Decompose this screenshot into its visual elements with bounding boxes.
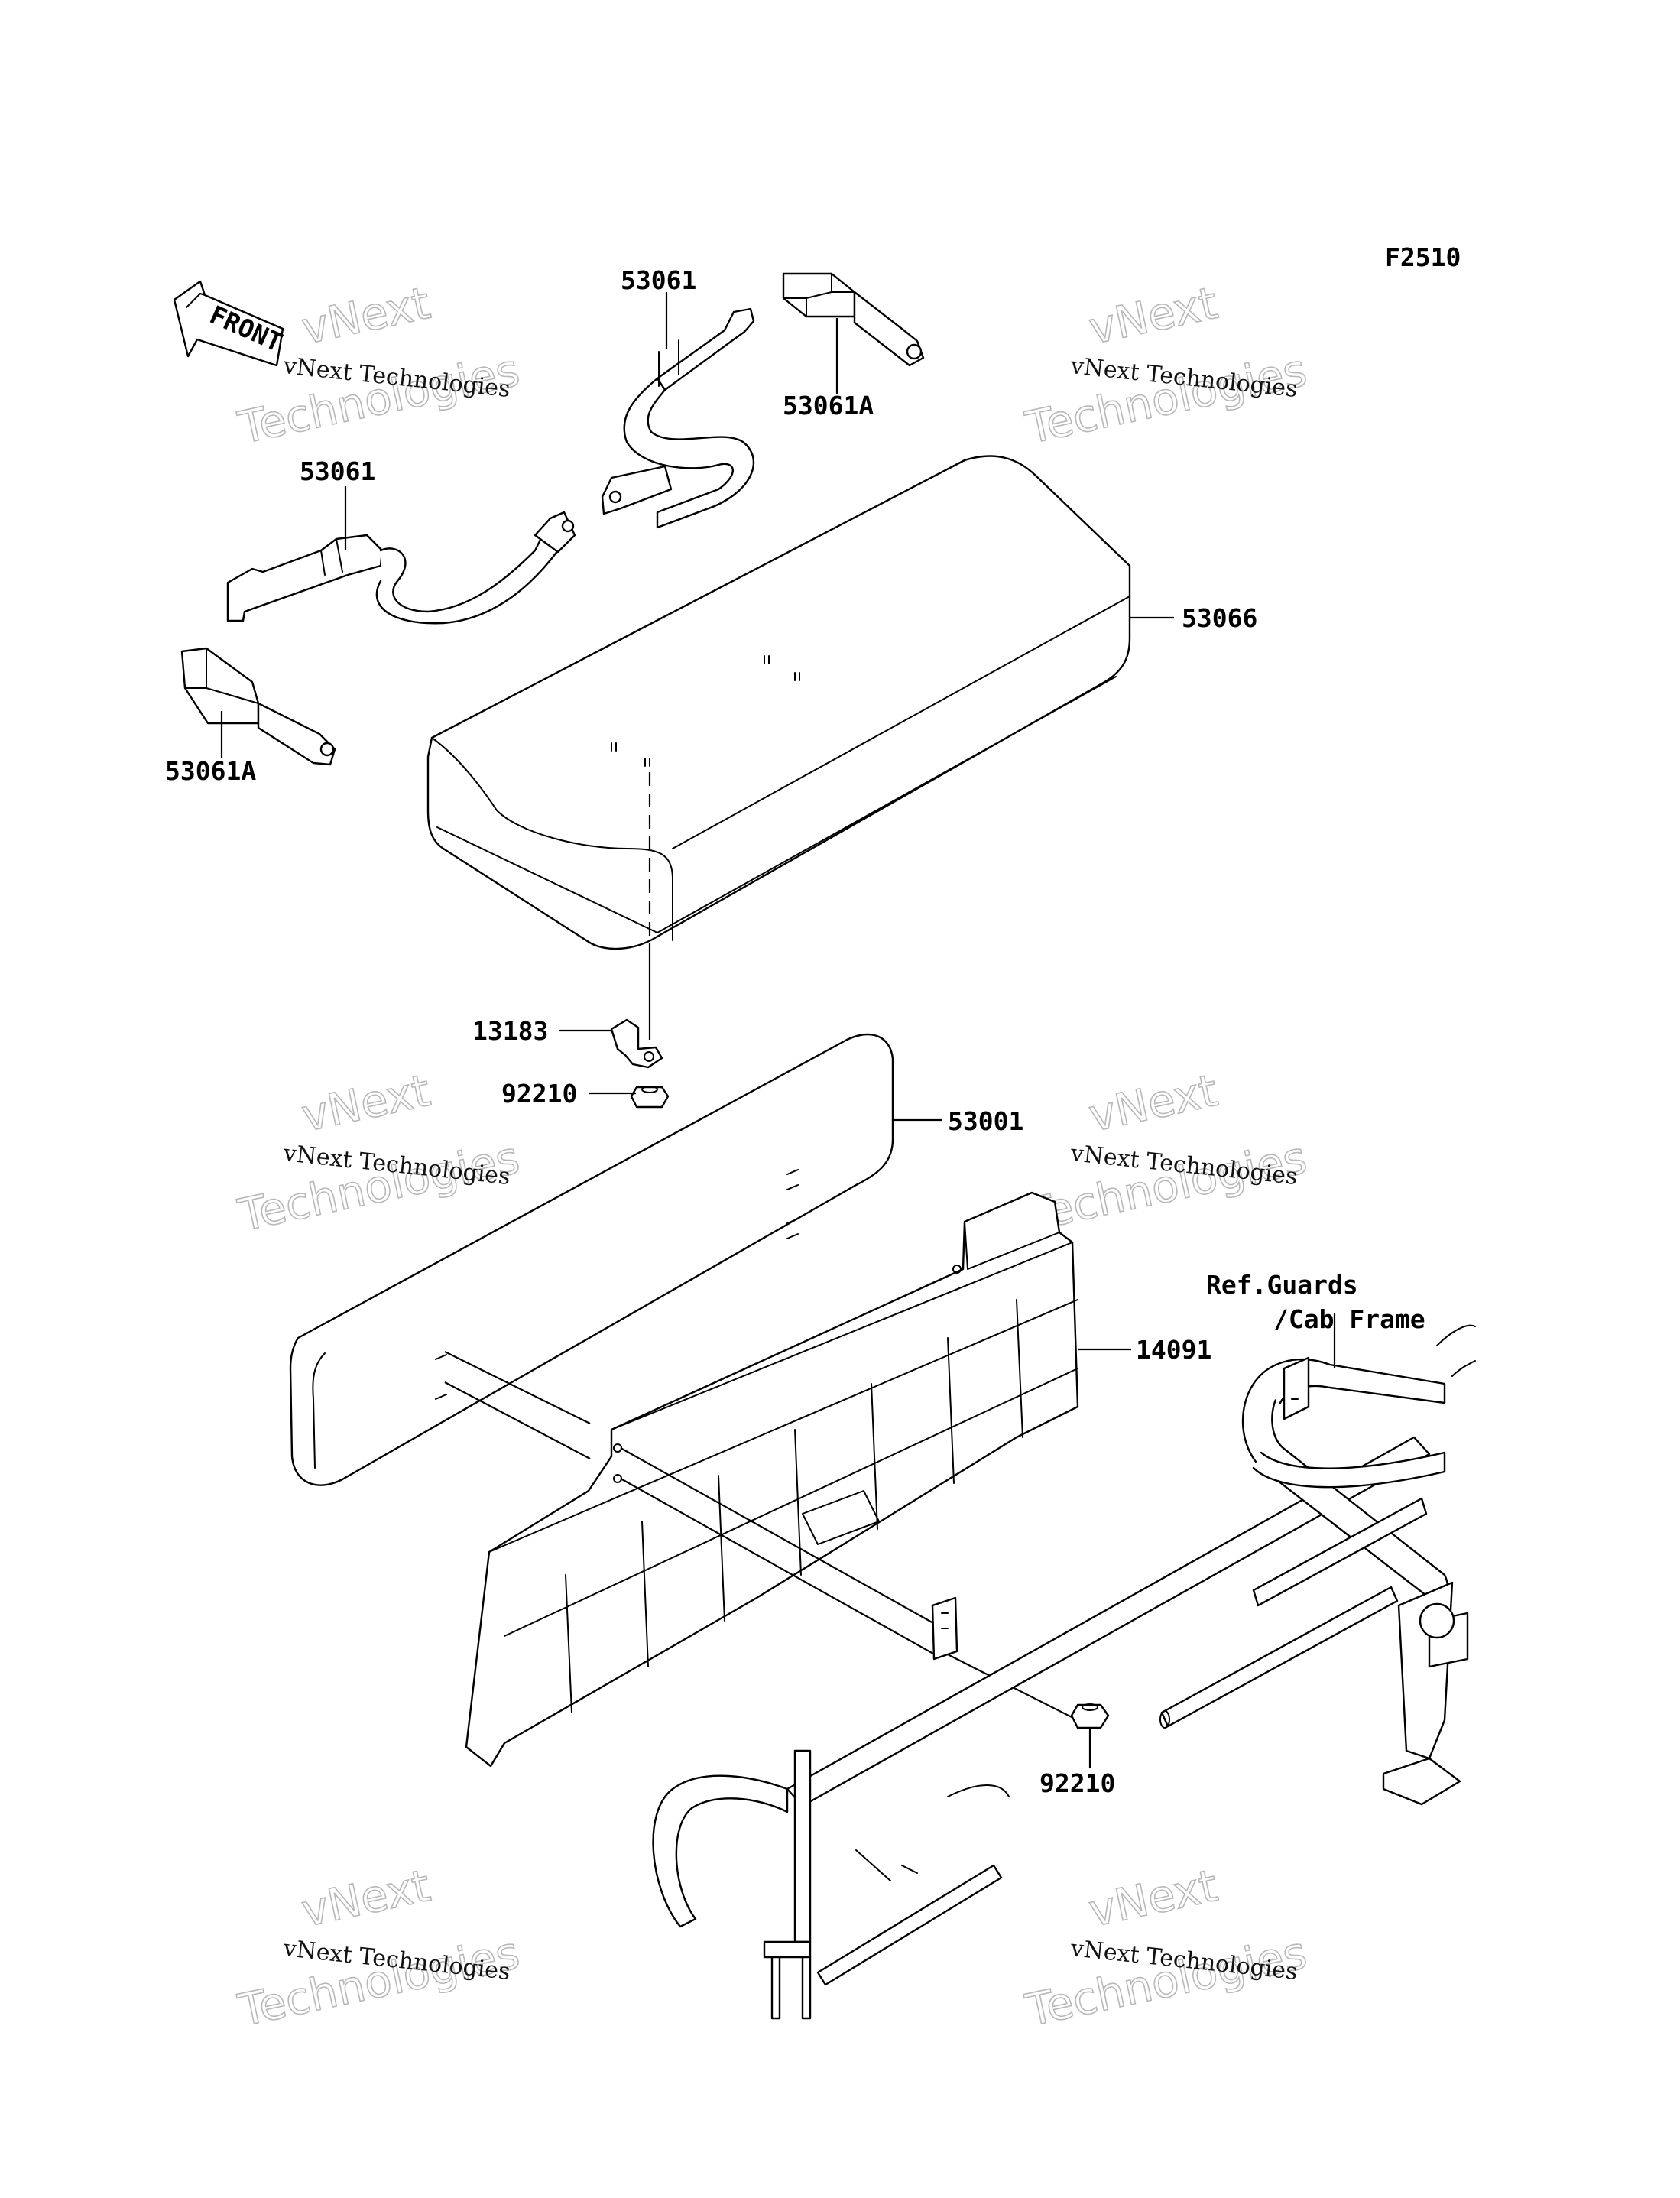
svg-text:vNext: vNext — [297, 277, 435, 355]
callout-53061a-left: 53061A — [165, 756, 256, 786]
svg-text:vNext: vNext — [1085, 1064, 1222, 1142]
seat-cushion-53066 — [426, 455, 1131, 950]
strap-53061-left — [226, 511, 576, 625]
strap-53061-top — [601, 307, 755, 529]
callout-13183: 13183 — [472, 1016, 548, 1046]
bracket-53061a-left — [180, 647, 336, 766]
clip-13183 — [610, 1018, 663, 1069]
callout-53001: 53001 — [948, 1106, 1023, 1136]
callout-14091: 14091 — [1136, 1335, 1211, 1365]
callout-53066: 53066 — [1182, 603, 1257, 633]
callout-92210-bottom: 92210 — [1039, 1768, 1115, 1798]
watermark-mid-left: vNext Technologies vNext Technologies — [233, 1063, 524, 1242]
svg-text:vNext: vNext — [1085, 1859, 1222, 1937]
nut-92210-top — [630, 1086, 670, 1109]
watermark-bottom-right: vNext Technologies vNext Technologies — [1020, 1859, 1312, 2037]
watermark-top-right: vNext Technologies vNext Technologies — [1020, 276, 1312, 455]
callout-ref-cab-frame: /Cab Frame — [1273, 1304, 1425, 1334]
callout-53061-top: 53061 — [621, 265, 696, 295]
svg-text:vNext: vNext — [1085, 277, 1222, 355]
bracket-53061a-top — [782, 272, 925, 367]
callout-53061a-top: 53061A — [783, 391, 874, 420]
callout-ref-guards: Ref.Guards — [1206, 1270, 1358, 1300]
callout-53061-left: 53061 — [300, 456, 375, 486]
watermark-bottom-left: vNext Technologies vNext Technologies — [233, 1859, 524, 2037]
backrest-53001 — [289, 1033, 894, 1486]
figure-code: F2510 — [1385, 242, 1461, 272]
svg-text:vNext: vNext — [297, 1064, 435, 1142]
panel-14091 — [465, 1191, 1079, 1768]
nut-92210-bottom — [1070, 1703, 1110, 1729]
front-arrow-icon: FRONT — [173, 280, 287, 367]
cab-frame-reference — [652, 1324, 1476, 2020]
svg-text:vNext: vNext — [297, 1859, 435, 1937]
callout-92210-top: 92210 — [501, 1079, 577, 1109]
watermark-mid-right: vNext Technologies vNext Technologies — [1020, 1063, 1312, 1242]
